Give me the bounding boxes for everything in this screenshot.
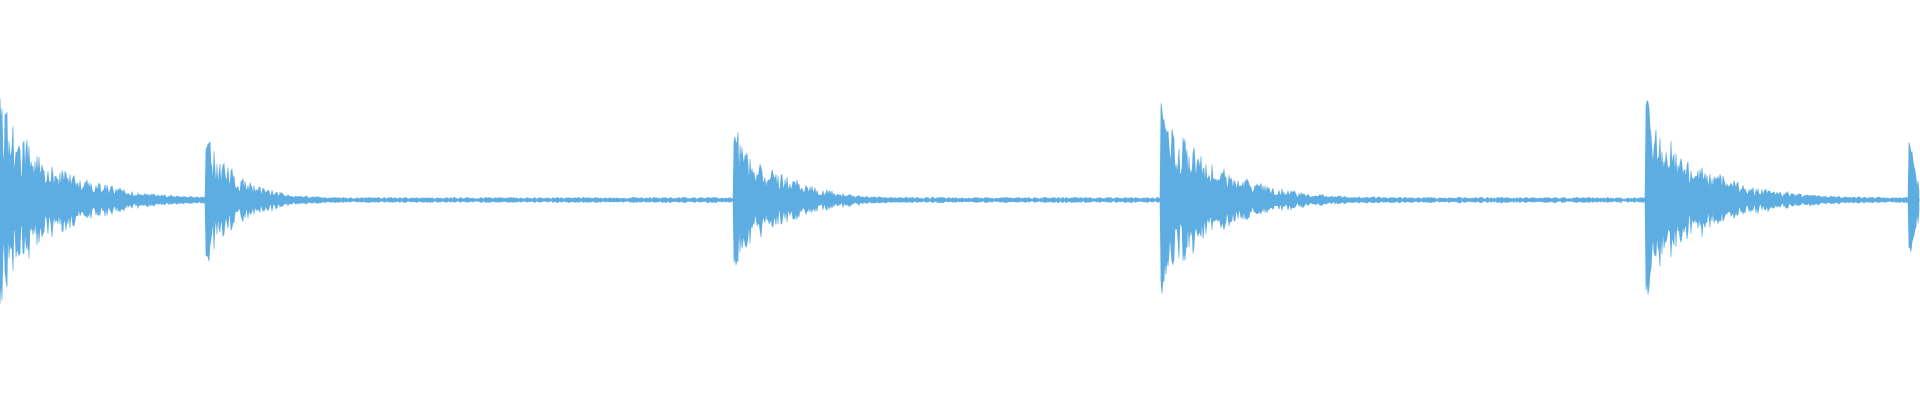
waveform-path [0, 98, 1920, 305]
